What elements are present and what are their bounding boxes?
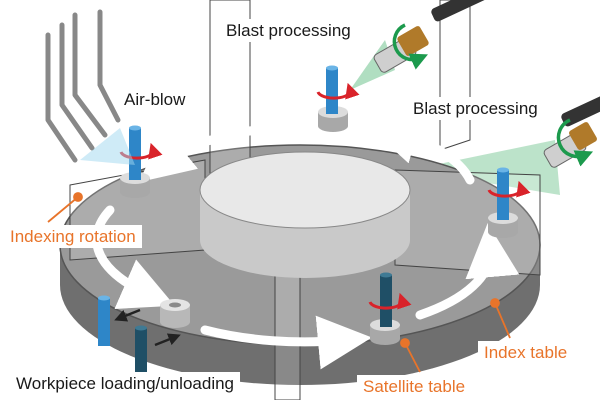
air-blow-stream — [80, 128, 135, 165]
label-index-table: Index table — [478, 341, 574, 364]
label-satellite-table: Satellite table — [357, 375, 472, 398]
nozzle-rotation-icon — [392, 23, 594, 167]
label-workpiece-loading-unloading: Workpiece loading/unloading — [10, 372, 241, 395]
nozzle-icon — [373, 0, 600, 168]
label-leaders — [47, 192, 511, 373]
air-nozzle-icon — [45, 9, 121, 163]
label-indexing-rotation: Indexing rotation — [4, 225, 142, 248]
label-blast-processing-right: Blast processing — [407, 97, 544, 120]
load-unload-arrows — [114, 308, 181, 347]
label-blast-processing-top: Blast processing — [220, 19, 357, 42]
rotation-arrow-icon — [92, 111, 520, 370]
central-hub — [199, 151, 411, 278]
label-air-blow: Air-blow — [118, 88, 192, 111]
